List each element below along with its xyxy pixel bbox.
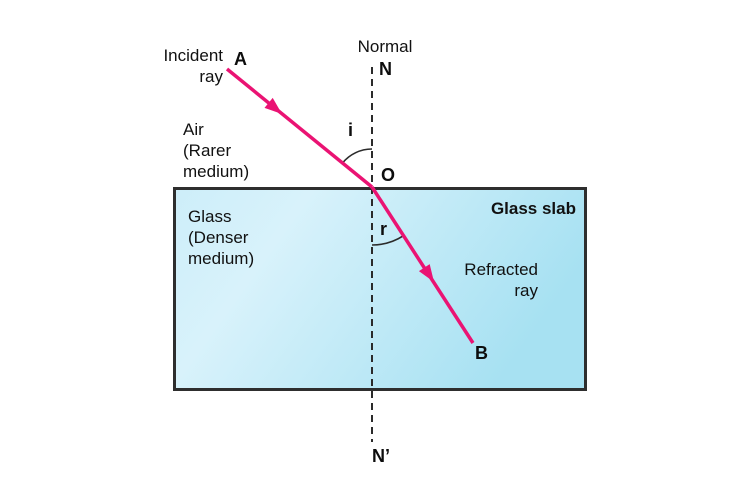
- refracted-ray-label: Refracted ray: [464, 260, 538, 300]
- incident-ray-line: [225, 67, 374, 189]
- point-n-label: N: [379, 59, 392, 79]
- incident-ray-label: Incident ray: [163, 46, 223, 86]
- point-b-label: B: [475, 343, 488, 363]
- glass-slab-label: Glass slab: [490, 199, 576, 218]
- refracted-ray-line: [370, 186, 475, 344]
- incident-ray-arrowhead: [264, 97, 282, 114]
- air-medium-label: Air (Rarer medium): [183, 120, 250, 181]
- point-a-label: A: [234, 49, 247, 69]
- glass-medium-label: Glass (Denser medium): [188, 207, 255, 268]
- angle-r-arc: [371, 235, 404, 246]
- point-o-label: O: [381, 165, 396, 185]
- angle-i-label: i: [348, 120, 354, 140]
- refracted-ray-arrowhead: [418, 264, 434, 282]
- normal-label: Normal: [357, 37, 413, 56]
- angle-r-label: r: [380, 219, 388, 239]
- point-n-prime-label: N’: [372, 446, 390, 466]
- glass-slab-rect: [173, 187, 587, 391]
- angle-i-arc: [341, 148, 373, 164]
